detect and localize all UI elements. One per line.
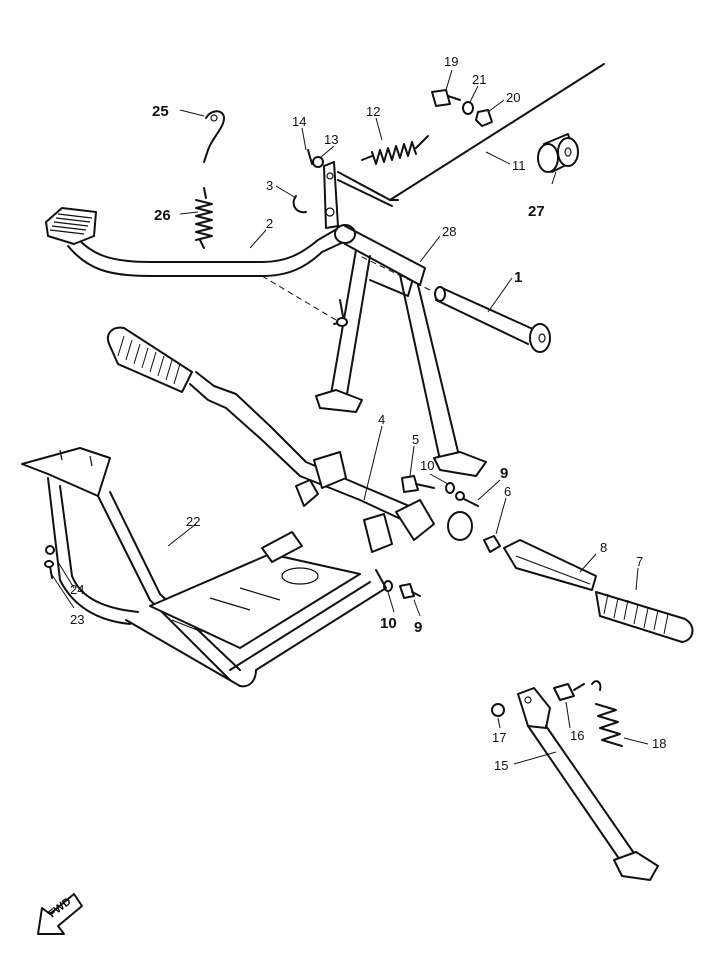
callout-10-lower: 10	[380, 615, 397, 632]
callout-5: 5	[412, 432, 419, 447]
callout-7: 7	[636, 554, 643, 569]
callout-9-upper: 9	[500, 465, 508, 482]
callout-14: 14	[292, 114, 306, 129]
clip-3	[292, 195, 307, 214]
engine-guard	[21, 447, 387, 688]
footrest-bar	[189, 371, 473, 553]
nut-17	[491, 703, 505, 717]
callout-11: 11	[512, 158, 526, 173]
bolt-9-upper	[455, 491, 479, 507]
bolt-19	[431, 89, 461, 107]
spring-18	[591, 680, 623, 747]
fwd-arrow-icon: FWD	[37, 893, 83, 935]
right-grip	[595, 591, 694, 643]
callout-1: 1	[514, 269, 522, 286]
callouts: 1 2 3 4 5 6 7 8 9 9 10 10 11 12 13 14 15…	[70, 54, 666, 773]
nut-20	[475, 109, 493, 127]
callout-28: 28	[442, 224, 456, 239]
callout-17: 17	[492, 730, 506, 745]
callout-12: 12	[366, 104, 380, 119]
spring-26	[195, 187, 213, 249]
callout-10-upper: 10	[420, 458, 434, 473]
callout-4: 4	[378, 412, 385, 427]
callout-19: 19	[444, 54, 458, 69]
callout-23: 23	[70, 612, 84, 627]
footrest-plate	[503, 539, 597, 591]
bolt-16	[553, 683, 585, 701]
bolt-5	[401, 475, 435, 493]
side-stand	[517, 687, 659, 881]
callout-13: 13	[324, 132, 338, 147]
clip-13	[312, 156, 324, 168]
washer-24	[45, 545, 55, 555]
callout-9-lower: 9	[414, 619, 422, 636]
brake-rod	[337, 63, 605, 207]
callout-18: 18	[652, 736, 666, 751]
callout-25: 25	[152, 103, 169, 120]
spring-12	[361, 135, 429, 165]
leader-lines	[49, 69, 649, 765]
callout-3: 3	[266, 178, 273, 193]
pin-14	[307, 149, 313, 165]
left-grip	[106, 326, 193, 393]
callout-8: 8	[600, 540, 607, 555]
callout-16: 16	[570, 728, 584, 743]
nut-6	[483, 535, 501, 553]
stopper	[537, 133, 579, 173]
callout-15: 15	[494, 758, 508, 773]
callout-20: 20	[506, 90, 520, 105]
brake-pedal	[45, 207, 356, 277]
washer-10-upper	[445, 482, 455, 494]
callout-21: 21	[472, 72, 486, 87]
hook-25	[203, 110, 225, 163]
washer-21	[462, 101, 474, 115]
bolt-9-lower	[399, 583, 421, 599]
callout-22: 22	[186, 514, 200, 529]
callout-27: 27	[528, 203, 545, 220]
stand-shaft	[359, 255, 551, 353]
screw-23	[44, 560, 54, 579]
brake-arm	[323, 161, 339, 229]
callout-26: 26	[154, 207, 171, 224]
callout-24: 24	[70, 582, 84, 597]
callout-6: 6	[504, 484, 511, 499]
callout-2: 2	[266, 216, 273, 231]
main-stand	[315, 225, 487, 477]
